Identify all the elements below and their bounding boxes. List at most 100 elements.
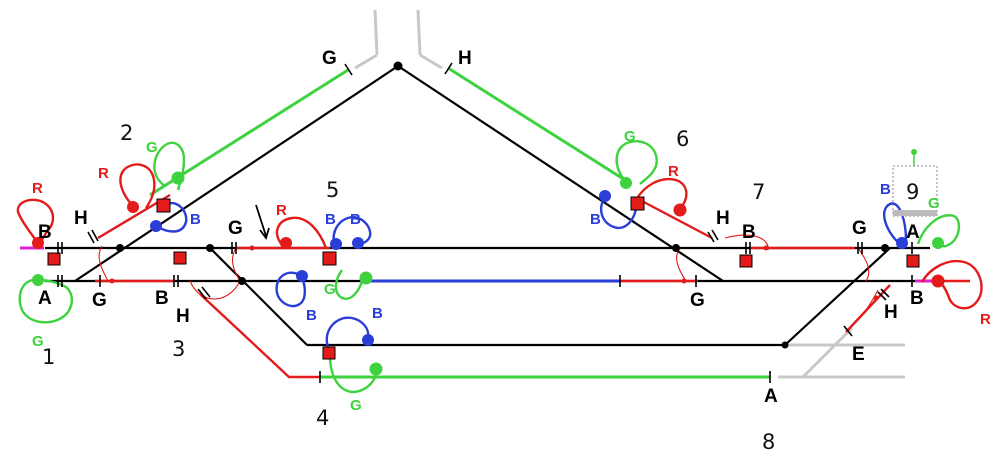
- label-b-9: B: [910, 288, 924, 309]
- loop-green-5: [334, 269, 366, 300]
- blue-dot-5a: [330, 238, 342, 250]
- selection-box-9[interactable]: [892, 149, 938, 217]
- station-number-5: 5: [326, 178, 339, 202]
- loop-red-1: [16, 198, 55, 244]
- thin-curve-left: [98, 245, 109, 282]
- signal-square-2[interactable]: [156, 198, 171, 213]
- green-dot-2: [171, 171, 185, 185]
- track-triangle-right: [397, 65, 724, 282]
- letter-labels: G H B H A G B H G B H G G A B H E A R G …: [32, 48, 991, 414]
- signal-square-9[interactable]: [906, 254, 920, 268]
- black-dot-2: [206, 244, 214, 252]
- loop-blue-2: [155, 201, 188, 233]
- loop-blue-4: [325, 316, 370, 353]
- signal-square-4[interactable]: [322, 346, 336, 360]
- loop-red-2: [119, 163, 156, 209]
- track-triangle-left: [74, 65, 399, 282]
- red-small-dot-c: [681, 278, 687, 284]
- red-small-dot-a: [109, 278, 115, 284]
- label-g-top: G: [322, 48, 337, 69]
- thin-curve-9: [857, 247, 870, 282]
- station-number-3: 3: [172, 337, 185, 361]
- label-g-9s: G: [928, 195, 940, 212]
- red-line-to-bottom: [199, 293, 320, 379]
- green-lines: [149, 66, 770, 379]
- loop-red-6: [634, 177, 688, 209]
- selection-handle[interactable]: [911, 149, 917, 155]
- green-dot-1: [32, 274, 44, 286]
- station-number-1: 1: [42, 345, 55, 369]
- label-r-1: R: [32, 180, 43, 197]
- track-bottom-rise: [784, 247, 891, 346]
- red-line-diag-e: [845, 284, 891, 333]
- loop-red-5: [275, 216, 328, 249]
- tick-h7b: [711, 229, 719, 241]
- station-number-9: 9: [906, 180, 919, 204]
- tick-top-g: [344, 63, 353, 76]
- label-h-7: H: [716, 208, 730, 229]
- loop-blue-5a: [332, 216, 372, 249]
- label-b-7: B: [742, 222, 756, 243]
- tick-h7a: [707, 231, 715, 243]
- red-dot-6: [673, 203, 687, 217]
- joint-ticks: [57, 62, 913, 383]
- station-number-4: 4: [316, 406, 329, 430]
- grey-line-top-left-branch: [354, 53, 378, 70]
- label-r-6: R: [668, 163, 679, 180]
- label-b-2: B: [190, 211, 201, 228]
- label-h-top: H: [458, 48, 472, 69]
- label-b-3: B: [155, 288, 169, 309]
- arrow-indicator: [255, 204, 270, 240]
- signal-square-3[interactable]: [173, 251, 187, 265]
- loop-blue-6: [599, 195, 638, 230]
- thin-curve-3b: [231, 247, 241, 282]
- label-b-5b: B: [350, 211, 361, 228]
- blue-dot-2: [150, 220, 162, 232]
- grey-line-top-right-branch: [419, 53, 443, 70]
- loop-green-6: [615, 140, 658, 185]
- green-line-top-right: [447, 66, 626, 182]
- tick-top-h: [444, 62, 453, 75]
- label-g-1s: G: [32, 333, 44, 350]
- label-g-2: G: [146, 139, 158, 156]
- arrow-head: [259, 227, 270, 240]
- selection-hatch-bottom: [893, 210, 937, 216]
- tick-h1b: [91, 229, 99, 242]
- magenta-stubs: [20, 246, 935, 283]
- tick-h3b: [201, 286, 211, 298]
- label-r-2: R: [98, 165, 109, 182]
- label-g-7: G: [690, 290, 705, 311]
- grey-line-diagonal: [801, 326, 854, 379]
- black-dot-apex: [393, 61, 403, 71]
- green-dot-9: [932, 237, 944, 249]
- loop-blue-9: [883, 202, 908, 245]
- station-number-8: 8: [762, 430, 775, 454]
- label-h-9: H: [884, 302, 898, 323]
- green-dot-6: [620, 177, 632, 189]
- thin-curve-9b: [859, 289, 879, 319]
- signal-square-6[interactable]: [630, 196, 645, 211]
- label-e-9: E: [852, 344, 865, 365]
- red-small-dot-e: [873, 295, 879, 301]
- track-bottom-loop: [209, 247, 308, 346]
- red-lines: [95, 193, 970, 379]
- balloon-loops: [16, 140, 983, 394]
- blue-dot-9: [896, 237, 908, 249]
- station-number-7: 7: [752, 180, 765, 204]
- black-dot-3: [238, 277, 246, 285]
- tick-h1a: [87, 231, 95, 244]
- red-dot-2: [127, 201, 139, 213]
- tick-h9a: [877, 291, 887, 301]
- signal-square-5[interactable]: [322, 251, 337, 266]
- loop-green-4: [328, 355, 378, 394]
- signal-square-7[interactable]: [739, 254, 753, 268]
- blue-dot-5c: [296, 270, 308, 282]
- signal-square-1[interactable]: [47, 252, 61, 266]
- label-g-5s: G: [324, 281, 336, 298]
- label-a-9: A: [906, 222, 920, 243]
- green-dot-4: [369, 362, 383, 376]
- grey-line-top-right: [416, 9, 422, 56]
- label-r-9: R: [980, 311, 991, 328]
- black-dot-6: [781, 341, 789, 349]
